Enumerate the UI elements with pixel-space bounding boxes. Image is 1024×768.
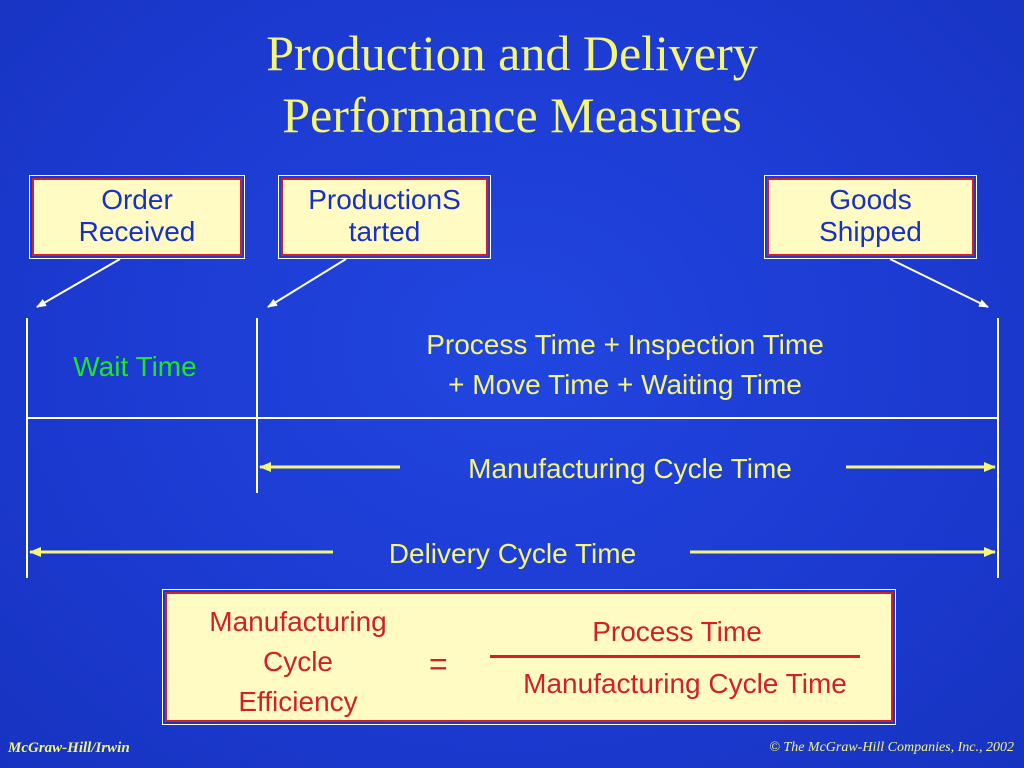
mce-label: Manufacturing Cycle Efficiency	[179, 602, 417, 722]
production-started-line-1: ProductionS	[308, 184, 461, 215]
fraction-bar	[490, 655, 860, 658]
production-started-pointer	[267, 258, 347, 308]
publisher-footer: McGraw-Hill/Irwin	[8, 740, 130, 756]
mce-label-line-1: Manufacturing	[209, 606, 387, 637]
order-received-pointer	[36, 258, 121, 308]
formula-numerator: Process Time	[592, 616, 762, 647]
title-line-1: Production and Delivery	[266, 25, 758, 81]
efficiency-formula-box: Manufacturing Cycle Efficiency = Process…	[162, 589, 896, 725]
mce-label-line-3: Efficiency	[238, 686, 358, 717]
title-line-2: Performance Measures	[282, 87, 742, 143]
production-started-box: ProductionS tarted	[278, 175, 491, 259]
process-components: Process Time + Inspection Time + Move Ti…	[330, 325, 920, 405]
manufacturing-cycle-time-label: Manufacturing Cycle Time	[468, 453, 792, 484]
order-received-box: Order Received	[29, 175, 245, 259]
goods-shipped-box: Goods Shipped	[764, 175, 977, 259]
equals-sign: =	[429, 646, 448, 682]
goods-shipped-pointer	[889, 258, 989, 308]
mce-label-line-2: Cycle	[262, 646, 333, 677]
goods-shipped-line-1: Goods	[829, 184, 912, 215]
formula-denominator: Manufacturing Cycle Time	[523, 668, 847, 699]
order-received-line-1: Order	[101, 184, 173, 215]
production-started-line-2: tarted	[348, 216, 421, 247]
goods-shipped-line-2: Shipped	[819, 216, 922, 247]
slide-title: Production and Delivery Performance Meas…	[0, 22, 1024, 146]
delivery-cycle-time-label: Delivery Cycle Time	[388, 538, 637, 569]
order-received-line-2: Received	[78, 216, 196, 247]
wait-time-label: Wait Time	[73, 351, 197, 382]
process-components-line-1: Process Time + Inspection Time	[426, 329, 824, 360]
process-components-line-2: + Move Time + Waiting Time	[448, 369, 802, 400]
copyright-footer: © The McGraw-Hill Companies, Inc., 2002	[769, 740, 1014, 755]
